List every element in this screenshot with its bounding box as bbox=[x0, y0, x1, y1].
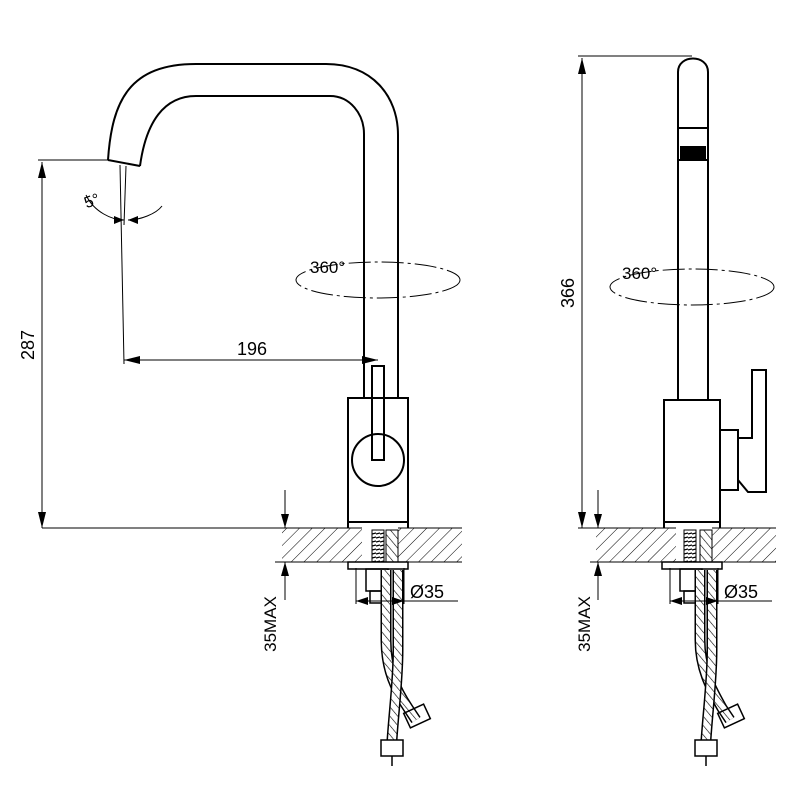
side-countertop bbox=[578, 527, 776, 563]
front-rotation-label: 360° bbox=[310, 258, 345, 277]
side-thickness-dimension: 35MAX bbox=[575, 490, 614, 652]
side-rotation-ellipse bbox=[609, 268, 775, 306]
front-supply-hoses bbox=[380, 570, 432, 766]
side-diameter-label: Ø35 bbox=[724, 582, 758, 602]
front-view: 360° 5° 287 196 bbox=[18, 63, 462, 766]
front-thickness-label: 35MAX bbox=[261, 596, 280, 652]
front-thickness-dimension: 35MAX bbox=[261, 490, 300, 652]
front-tilt-annotation: 5° bbox=[82, 164, 163, 365]
side-body bbox=[663, 369, 767, 528]
front-diameter-dimension: Ø35 bbox=[355, 568, 458, 605]
side-view: 360° 366 Ø35 35MAX bbox=[558, 55, 776, 766]
front-diameter-label: Ø35 bbox=[410, 582, 444, 602]
front-rotation-ellipse bbox=[295, 261, 461, 299]
front-tilt-label: 5° bbox=[82, 191, 102, 212]
front-lever-knob bbox=[351, 433, 405, 487]
side-mounting-hardware bbox=[661, 529, 723, 604]
front-height-dimension: 287 bbox=[18, 159, 108, 528]
side-thickness-label: 35MAX bbox=[575, 596, 594, 652]
side-supply-hoses bbox=[694, 570, 746, 766]
front-reach-label: 196 bbox=[237, 339, 267, 359]
side-spout bbox=[677, 57, 709, 400]
front-height-label: 287 bbox=[18, 330, 38, 360]
front-reach-dimension: 196 bbox=[124, 339, 378, 364]
front-lever-handle bbox=[371, 365, 385, 461]
side-rotation-label: 360° bbox=[622, 264, 657, 283]
side-height-label: 366 bbox=[558, 278, 578, 308]
front-body bbox=[347, 365, 409, 528]
front-countertop bbox=[42, 527, 462, 563]
side-diameter-dimension: Ø35 bbox=[669, 568, 772, 605]
front-spout bbox=[107, 63, 399, 398]
side-height-dimension: 366 bbox=[558, 55, 692, 528]
side-lever-handle bbox=[737, 369, 767, 493]
